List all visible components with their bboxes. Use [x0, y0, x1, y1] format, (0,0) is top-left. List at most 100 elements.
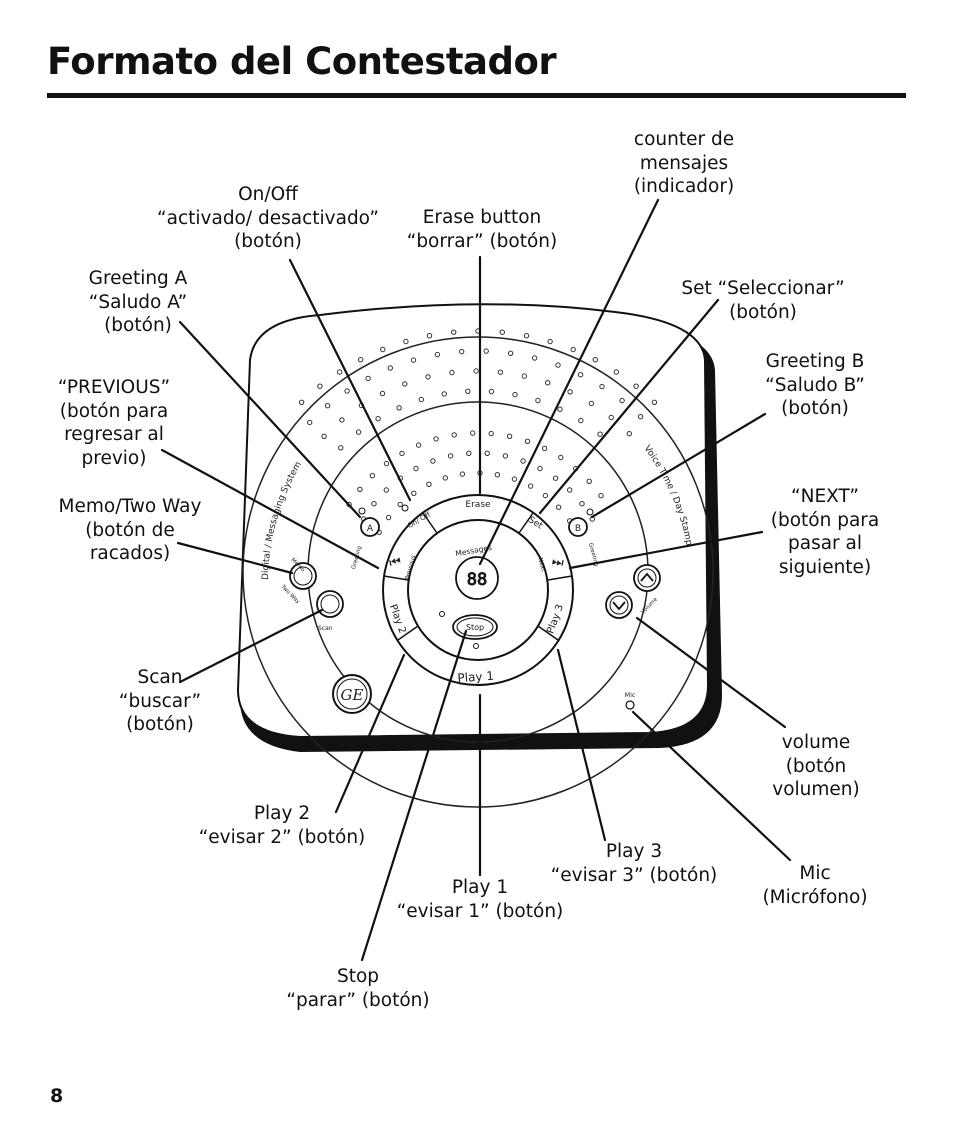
grille-hole	[531, 355, 538, 361]
grille-hole	[577, 372, 584, 378]
grille-hole	[511, 476, 518, 482]
grille-hole	[430, 458, 436, 464]
grille-hole	[459, 471, 466, 477]
grille-hole	[651, 399, 658, 405]
greeting-a-key-label: A	[367, 524, 374, 534]
grille-hole	[375, 416, 381, 422]
grille-hole	[483, 348, 489, 354]
grille-hole	[524, 438, 531, 444]
grille-hole	[507, 350, 514, 356]
ge-logo-text: GE	[341, 686, 364, 704]
grille-hole	[626, 431, 632, 437]
grille-hole	[451, 329, 457, 335]
grille-hole	[527, 483, 534, 489]
grille-hole	[567, 389, 573, 395]
grille-hole	[521, 373, 527, 379]
grille-hole	[547, 338, 553, 345]
grille-hole	[379, 390, 386, 397]
grille-hole	[397, 501, 403, 508]
counter-digits: 88	[467, 570, 487, 590]
leader-lines	[160, 198, 792, 962]
grille-hole	[598, 493, 604, 499]
grille-hole	[466, 450, 472, 456]
grille-hole	[355, 429, 362, 435]
grille-hole	[541, 445, 548, 452]
grille-hole	[555, 362, 561, 368]
grille-hole	[403, 338, 409, 345]
next-icon[interactable]: ⏭	[550, 554, 565, 571]
grille-hole	[426, 481, 432, 487]
outer-ring	[242, 336, 714, 808]
volume-down-icon	[612, 601, 626, 611]
grille-hole	[497, 369, 504, 375]
previous-icon[interactable]: ⏮	[388, 554, 403, 571]
grille-hole	[337, 369, 343, 375]
grille-hole	[586, 478, 592, 484]
greeting-b-button[interactable]	[568, 517, 588, 537]
grille-hole	[383, 487, 389, 493]
play2-callout: Play 2“evisar 2” (botón)	[198, 803, 366, 848]
greeting-b-key-label: B	[575, 524, 581, 534]
grille-hole	[447, 453, 454, 459]
greeting-b-callout: Greeting B“Saludo B”(botón)	[765, 351, 865, 419]
grille-hole	[317, 383, 323, 389]
ge-logo	[332, 674, 372, 714]
grille-hole	[434, 351, 441, 358]
grille-hole	[597, 431, 603, 437]
grille-hole	[633, 383, 639, 389]
greeting-a-button[interactable]	[360, 517, 380, 537]
volume-up-icon	[640, 572, 654, 582]
grille-hole	[399, 450, 405, 457]
grille-hole	[506, 433, 513, 439]
set-callout: Set “Seleccionar”(botón)	[681, 278, 845, 323]
grille-hole	[339, 417, 345, 423]
page-number: 8	[50, 1085, 64, 1107]
grille-hole	[537, 465, 543, 472]
grille-hole	[383, 460, 390, 467]
grille-hole	[385, 514, 392, 521]
grille-hole	[410, 357, 417, 363]
grille-hole	[579, 501, 585, 507]
grille-hole	[418, 396, 424, 403]
grille-hole	[321, 433, 327, 439]
grille-hole	[426, 333, 433, 339]
grille-hole	[307, 419, 313, 426]
greeting-a-indicator	[358, 507, 366, 515]
grille-hole	[380, 346, 386, 353]
grille-hole	[570, 346, 576, 353]
play3-callout: Play 3“evisar 3” (botón)	[550, 841, 718, 886]
grille-hole	[613, 369, 619, 375]
grille-hole	[502, 453, 509, 459]
grille-hole	[557, 406, 563, 412]
scan-label: Scan	[318, 625, 333, 632]
title-rule	[47, 93, 906, 98]
grille-hole	[451, 432, 457, 438]
grille-hole	[488, 388, 495, 395]
grille-hole	[387, 365, 393, 371]
mic-device-label: Mic	[625, 691, 636, 699]
on-off-callout: On/Off“activado/ desactivado”(botón)	[157, 184, 379, 252]
scan-callout: Scan“buscar”(botón)	[118, 667, 202, 735]
grille-hole	[512, 391, 518, 398]
grille-hole	[358, 357, 364, 363]
stop-button[interactable]	[452, 614, 498, 640]
grille-hole	[473, 368, 479, 374]
grille-hole	[441, 391, 447, 397]
grille-hole	[542, 492, 549, 499]
grille-hole	[357, 486, 363, 492]
grille-hole	[413, 465, 419, 472]
grille-hole	[637, 414, 644, 420]
grille-hole	[415, 442, 422, 448]
grille-hole	[535, 397, 541, 404]
counter-display	[455, 556, 499, 600]
grille-hole	[484, 450, 490, 456]
grille-hole	[470, 430, 476, 436]
page-title: Formato del Contestador	[47, 40, 557, 83]
grille-hole	[592, 357, 598, 363]
grille-hole	[442, 475, 448, 481]
